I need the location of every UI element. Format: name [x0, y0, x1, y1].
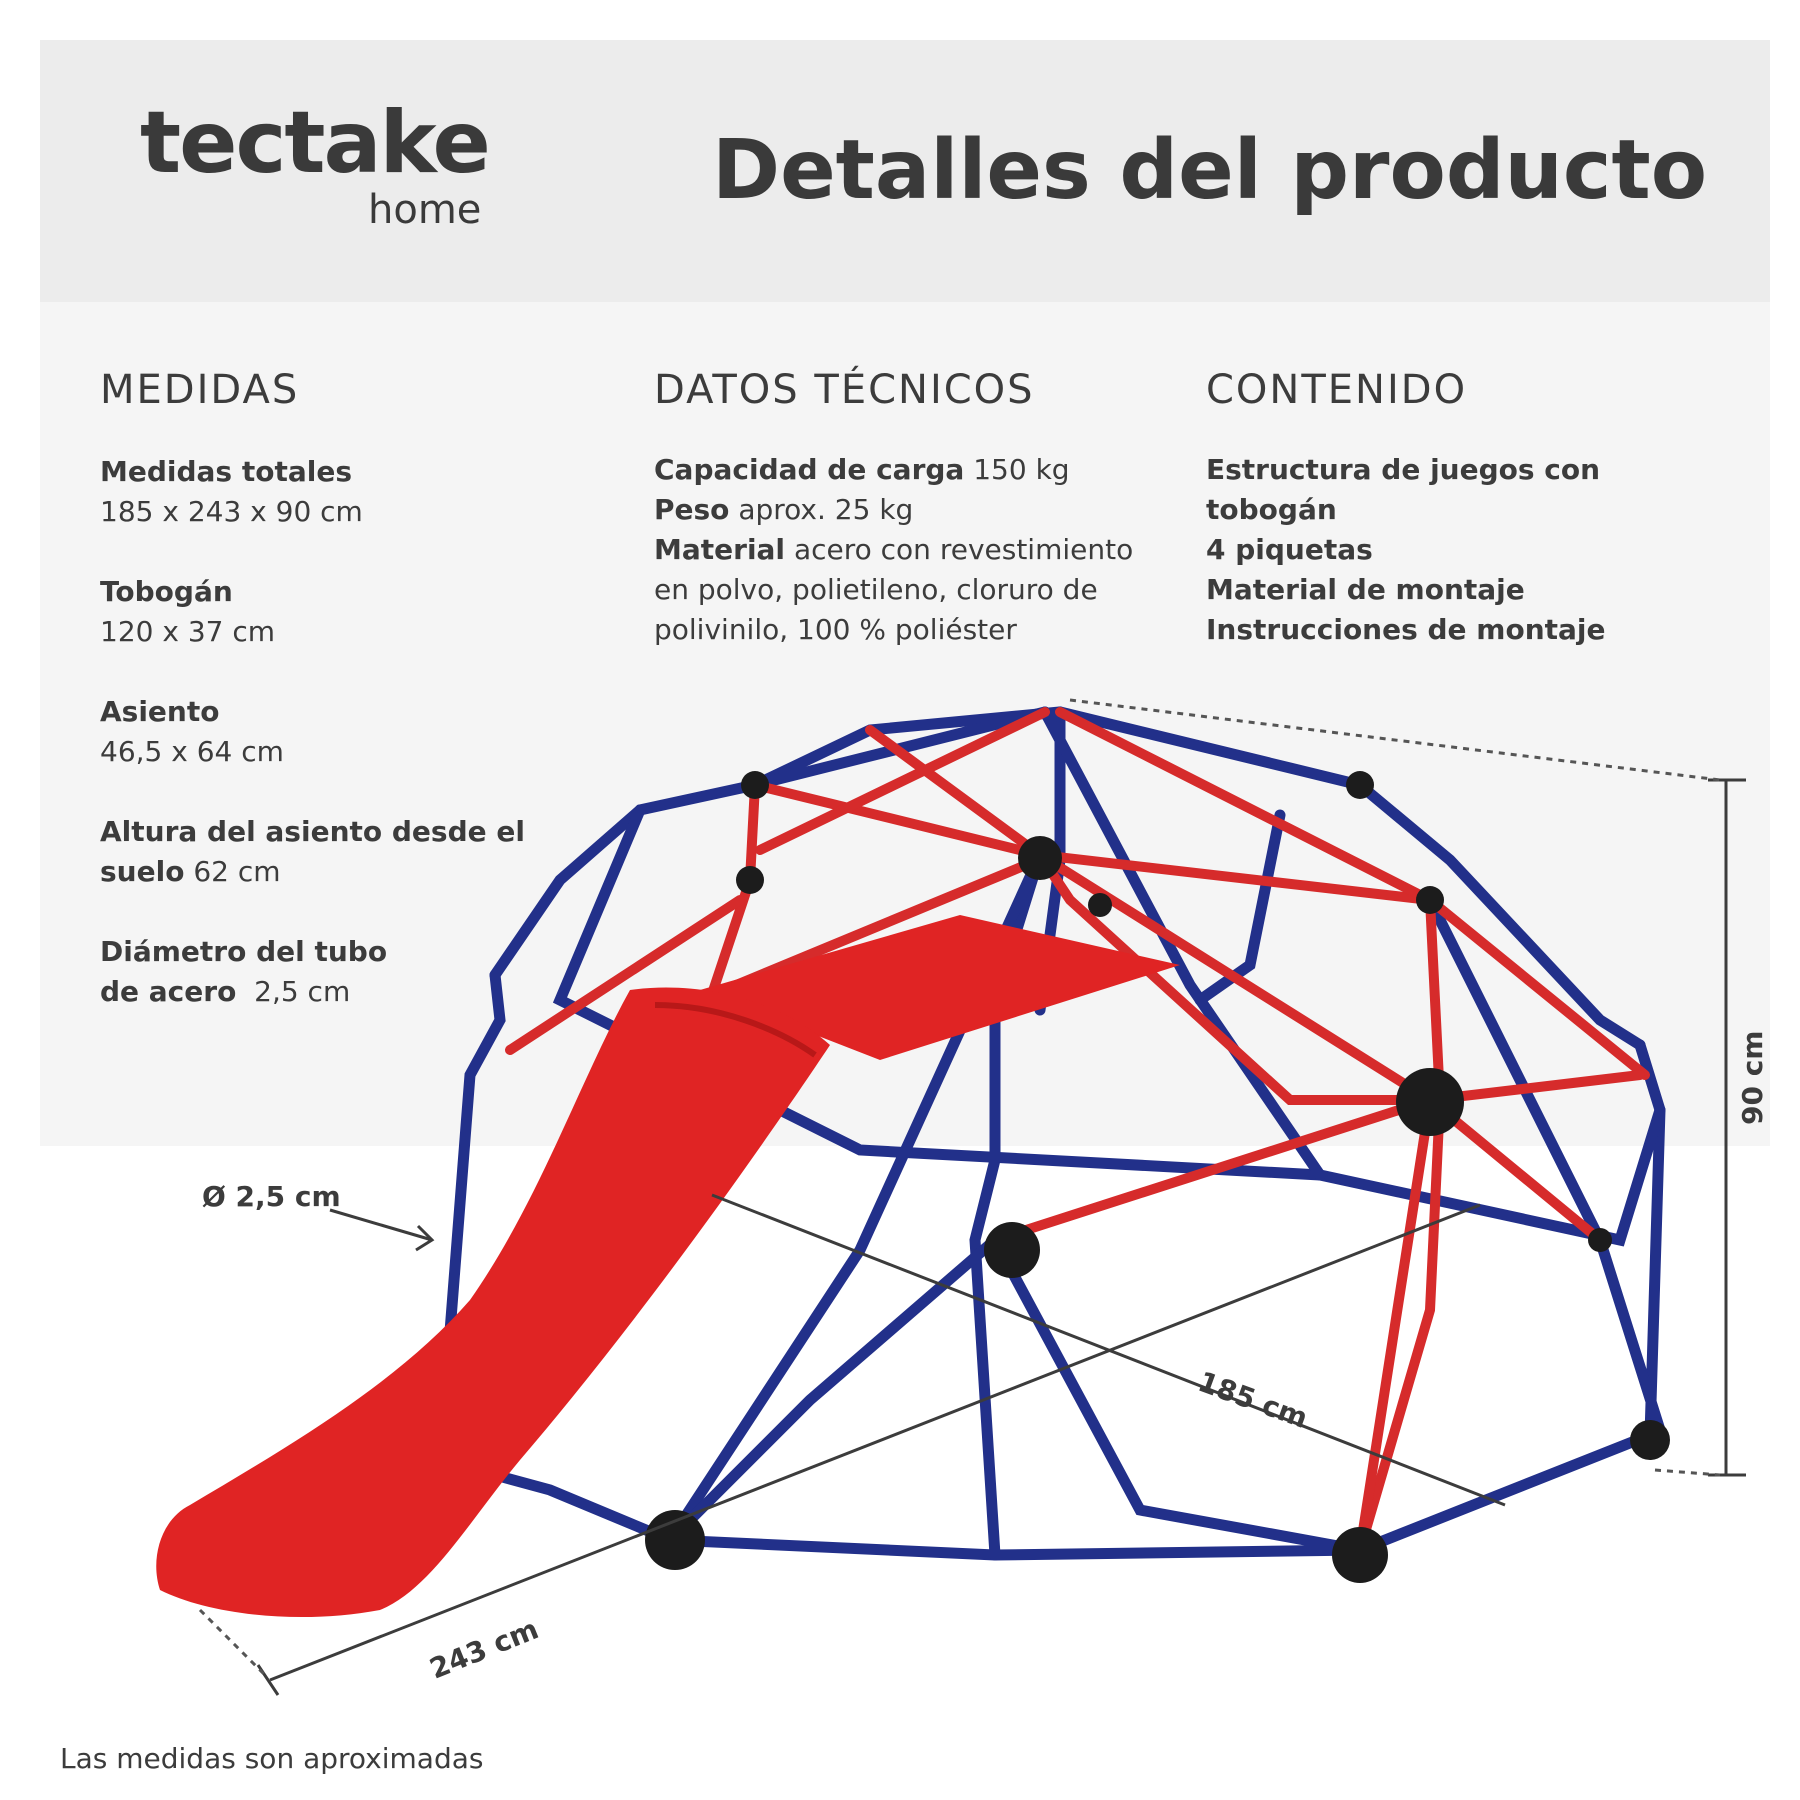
seat — [700, 915, 1180, 1060]
dimension-guides — [198, 698, 1721, 1677]
joint-plates — [645, 771, 1670, 1583]
dato-material-value-2: en polvo, polietileno, cloruro de — [654, 573, 1098, 606]
contenido-line-3: 4 piquetas — [1206, 533, 1373, 566]
slide — [156, 987, 830, 1618]
contenido-line-5: Instrucciones de montaje — [1206, 613, 1606, 646]
heading-medidas: MEDIDAS — [100, 367, 300, 413]
medida-total: Medidas totales 185 x 243 x 90 cm — [100, 452, 363, 532]
footnote: Las medidas son aproximadas — [60, 1742, 484, 1775]
heading-datos: DATOS TÉCNICOS — [654, 367, 1035, 413]
header-band — [40, 40, 1770, 302]
dato-carga-label: Capacidad de carga — [654, 453, 965, 486]
contenido-line-2: tobogán — [1206, 493, 1337, 526]
dimension-height-label: 90 cm — [1736, 1030, 1769, 1126]
slide-lip — [654, 1002, 817, 1058]
dato-carga-value: 150 kg — [973, 453, 1070, 486]
blue-tube-frame — [414, 706, 1666, 1561]
dato-peso-value: aprox. 25 kg — [738, 493, 914, 526]
medida-altura-label-2: suelo — [100, 855, 185, 888]
medida-altura-asiento: Altura del asiento desde el suelo 62 cm — [100, 812, 525, 892]
medida-altura-label-1: Altura del asiento desde el — [100, 815, 525, 848]
medida-diametro-label-2: de acero — [100, 975, 237, 1008]
medida-diametro-label-1: Diámetro del tubo — [100, 935, 388, 968]
datos-list: Capacidad de carga 150 kg Peso aprox. 25… — [654, 450, 1174, 650]
dato-material-label: Material — [654, 533, 786, 566]
dato-peso-label: Peso — [654, 493, 730, 526]
medida-diametro: Diámetro del tubo de acero 2,5 cm — [100, 932, 387, 1012]
dato-material-value-3: polivinilo, 100 % poliéster — [654, 613, 1017, 646]
medida-tobogan-value: 120 x 37 cm — [100, 615, 276, 648]
dimension-tube-label: Ø 2,5 cm — [202, 1180, 341, 1213]
brand-logo: tectake — [140, 93, 491, 193]
medida-tobogan-label: Tobogán — [100, 575, 233, 608]
medida-asiento-label: Asiento — [100, 695, 220, 728]
medida-asiento: Asiento 46,5 x 64 cm — [100, 692, 284, 772]
medida-altura-value: 62 cm — [193, 855, 281, 888]
medida-asiento-value: 46,5 x 64 cm — [100, 735, 284, 768]
medida-total-value: 185 x 243 x 90 cm — [100, 495, 363, 528]
dimension-lines — [256, 778, 1746, 1696]
dato-material-value-1: acero con revestimiento — [793, 533, 1134, 566]
medida-diametro-value: 2,5 cm — [254, 975, 351, 1008]
heading-contenido: CONTENIDO — [1206, 367, 1468, 413]
contenido-line-4: Material de montaje — [1206, 573, 1525, 606]
medida-total-label: Medidas totales — [100, 455, 352, 488]
medida-tobogan: Tobogán 120 x 37 cm — [100, 572, 275, 652]
page-title: Detalles del producto — [712, 123, 1708, 218]
brand-logo-sub: home — [368, 187, 482, 233]
contenido-line-1: Estructura de juegos con — [1206, 453, 1601, 486]
